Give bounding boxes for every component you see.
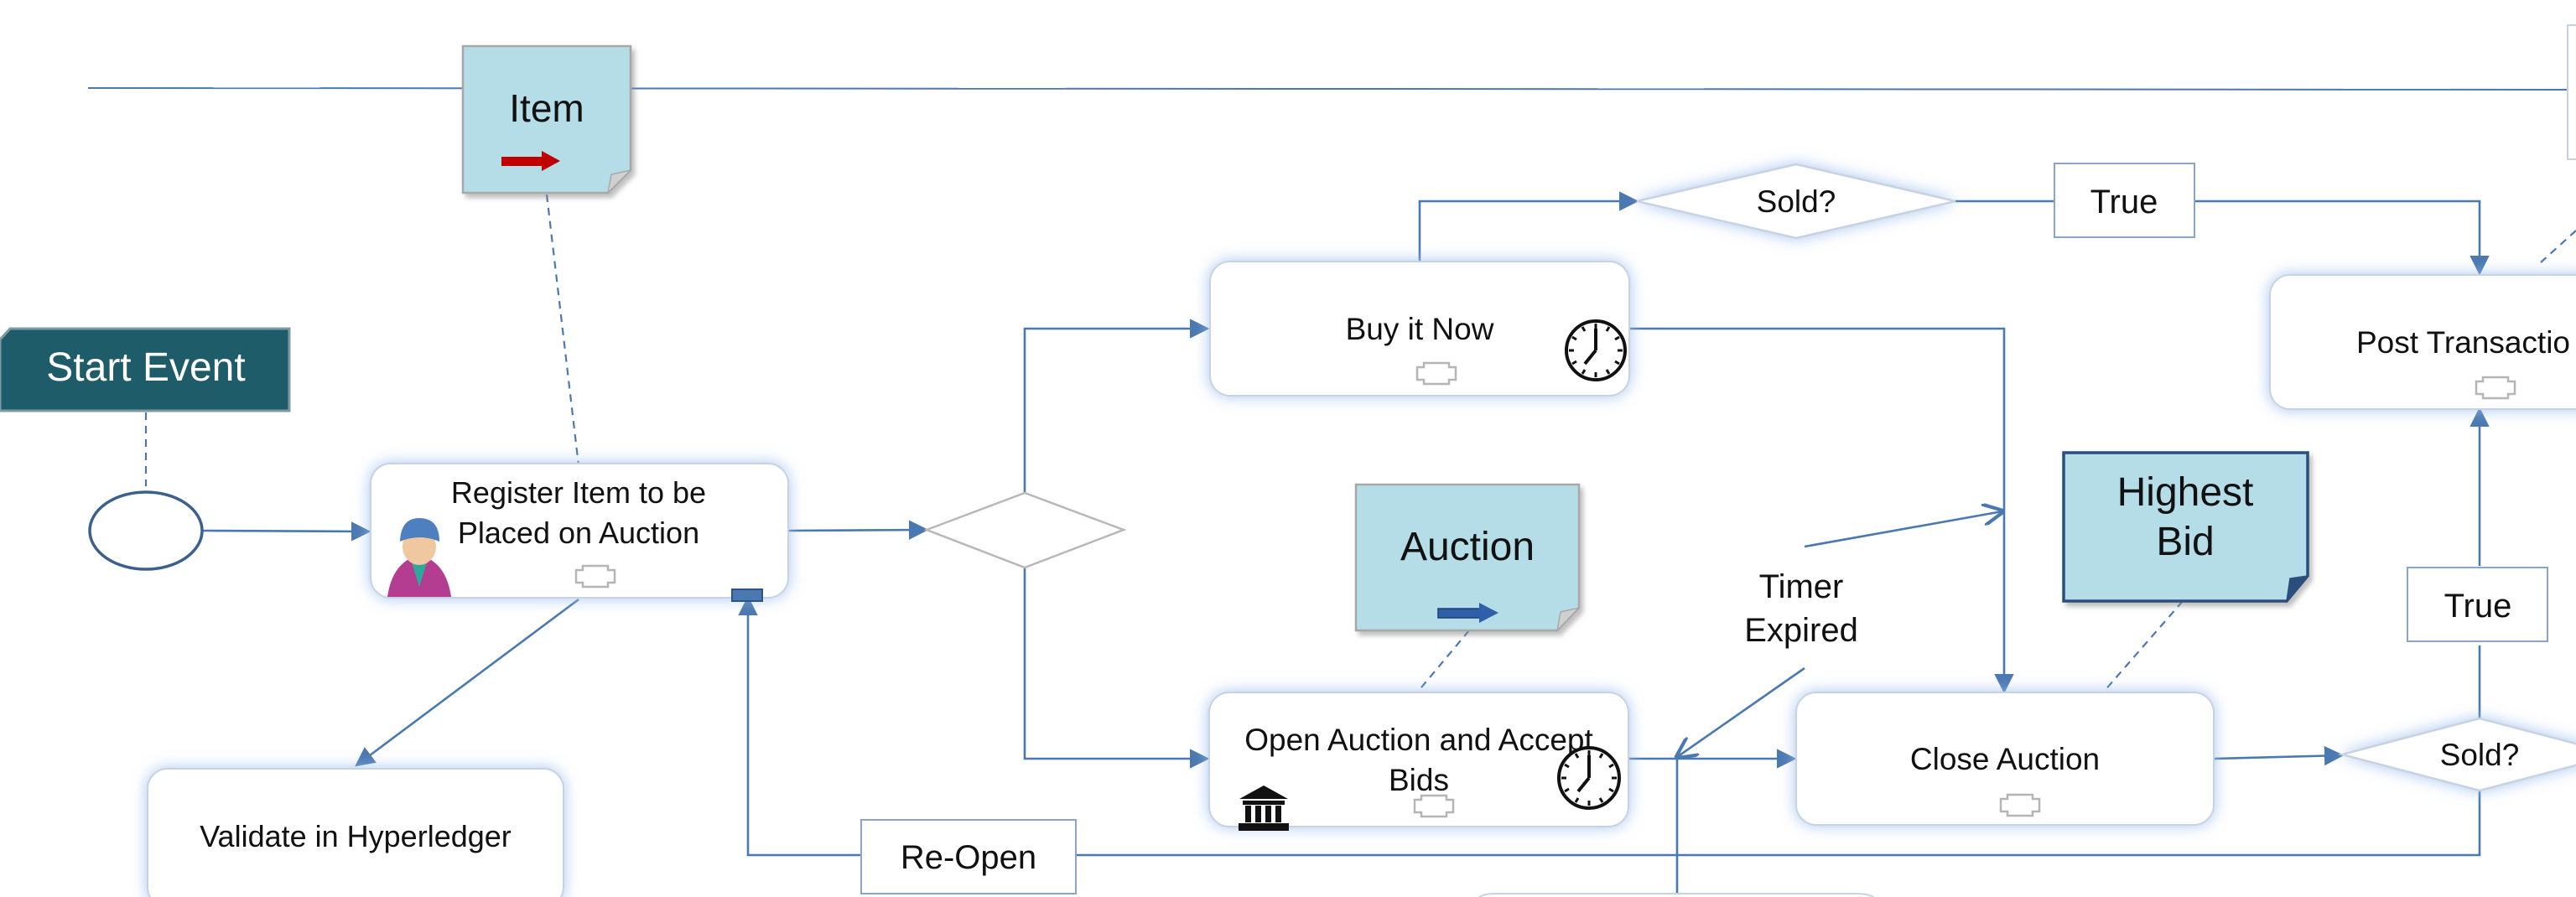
flow-reopen-to-register (738, 595, 861, 857)
highest-bid-artifact[interactable] (2062, 451, 2309, 604)
subprocess-marker-icon (1999, 793, 2041, 817)
validate-hyperledger-task[interactable]: Validate in Hyperledger (147, 768, 564, 897)
association-item-register (545, 194, 580, 466)
timer-expired-line2: Expired (1744, 612, 1858, 649)
highest-bid-line2: Bid (2156, 520, 2214, 564)
open-auction-task[interactable]: Open Auction and Accept Bids (1208, 692, 1629, 827)
user-icon (387, 518, 451, 597)
true-label-top: True (2054, 163, 2195, 238)
flow-register-to-validate (355, 598, 579, 767)
buy-it-now-text: Buy it Now (1346, 312, 1494, 346)
register-text-line2: Placed on Auction (458, 516, 699, 550)
highest-bid-line1: Highest (2117, 470, 2254, 515)
re-open-label: Re-Open (860, 819, 1077, 894)
item-text: Item (509, 86, 584, 130)
true-top-text: True (2090, 184, 2158, 220)
clock-icon (1557, 746, 1621, 810)
auction-artifact[interactable] (1354, 483, 1581, 633)
connectors (144, 191, 2576, 897)
flow-gateway-to-auction (1023, 568, 1210, 769)
clock-icon (1565, 319, 1627, 381)
open-auction-text-line2: Bids (1389, 763, 1449, 797)
offscreen-task-edge (1475, 893, 1877, 897)
boundary-event-marker (731, 588, 763, 602)
start-event-label: Start Event (0, 327, 291, 412)
flow-register-to-gateway (787, 520, 929, 540)
validate-text: Validate in Hyperledger (200, 819, 512, 853)
top-lane-line (87, 87, 2576, 91)
split-gateway[interactable] (923, 491, 1127, 569)
item-artifact[interactable] (461, 44, 633, 195)
post-transaction-text: Post Transactio (2356, 325, 2570, 360)
close-auction-task[interactable]: Close Auction (1795, 692, 2215, 826)
sold-gateway-top[interactable]: Sold? (1636, 163, 1956, 240)
register-item-task[interactable]: Register Item to be Placed on Auction (370, 463, 789, 599)
blue-arrow-icon (1437, 603, 1498, 623)
subprocess-marker-icon (1413, 794, 1455, 818)
red-arrow-icon (501, 151, 560, 171)
flow-sold-to-reopen (1077, 791, 2481, 857)
bank-icon (1239, 786, 1289, 831)
timer-annotation-line-lower (1677, 666, 1805, 757)
buy-it-now-task[interactable]: Buy it Now (1209, 261, 1630, 397)
timer-annotation-line-upper (1804, 511, 2002, 548)
flow-gateway-to-buy (1023, 319, 1210, 493)
flow-buy-to-sold (1418, 191, 1639, 262)
subprocess-marker-icon (1415, 361, 1457, 386)
association-highestbid-close (2102, 600, 2184, 693)
sold-bottom-text: Sold? (2440, 738, 2520, 772)
true-right-text: True (2444, 588, 2512, 625)
post-transaction-task[interactable]: Post Transactio (2269, 274, 2576, 410)
open-auction-text-line1: Open Auction and Accept (1244, 723, 1593, 757)
subprocess-marker-icon (2475, 376, 2516, 400)
start-event-text: Start Event (46, 345, 245, 390)
true-label-right: True (2407, 567, 2548, 642)
flow-close-to-sold (2213, 745, 2345, 766)
association-auction-open (1416, 630, 1470, 693)
subprocess-marker-icon (574, 564, 616, 588)
register-text-line1: Register Item to be (451, 475, 706, 510)
re-open-text: Re-Open (901, 839, 1036, 876)
flow-buy-to-close (1629, 327, 2014, 694)
association-post-offscreen (2540, 230, 2576, 263)
sold-gateway-bottom[interactable]: Sold? (2338, 717, 2576, 792)
start-event-circle[interactable] (88, 490, 204, 571)
auction-text: Auction (1400, 525, 1535, 569)
flow-true-to-post (2194, 200, 2490, 276)
close-auction-text: Close Auction (1910, 742, 2100, 776)
timer-expired-line1: Timer (1759, 568, 1844, 605)
offscreen-artifact-edge (2567, 24, 2576, 160)
sold-top-text: Sold? (1757, 184, 1836, 219)
